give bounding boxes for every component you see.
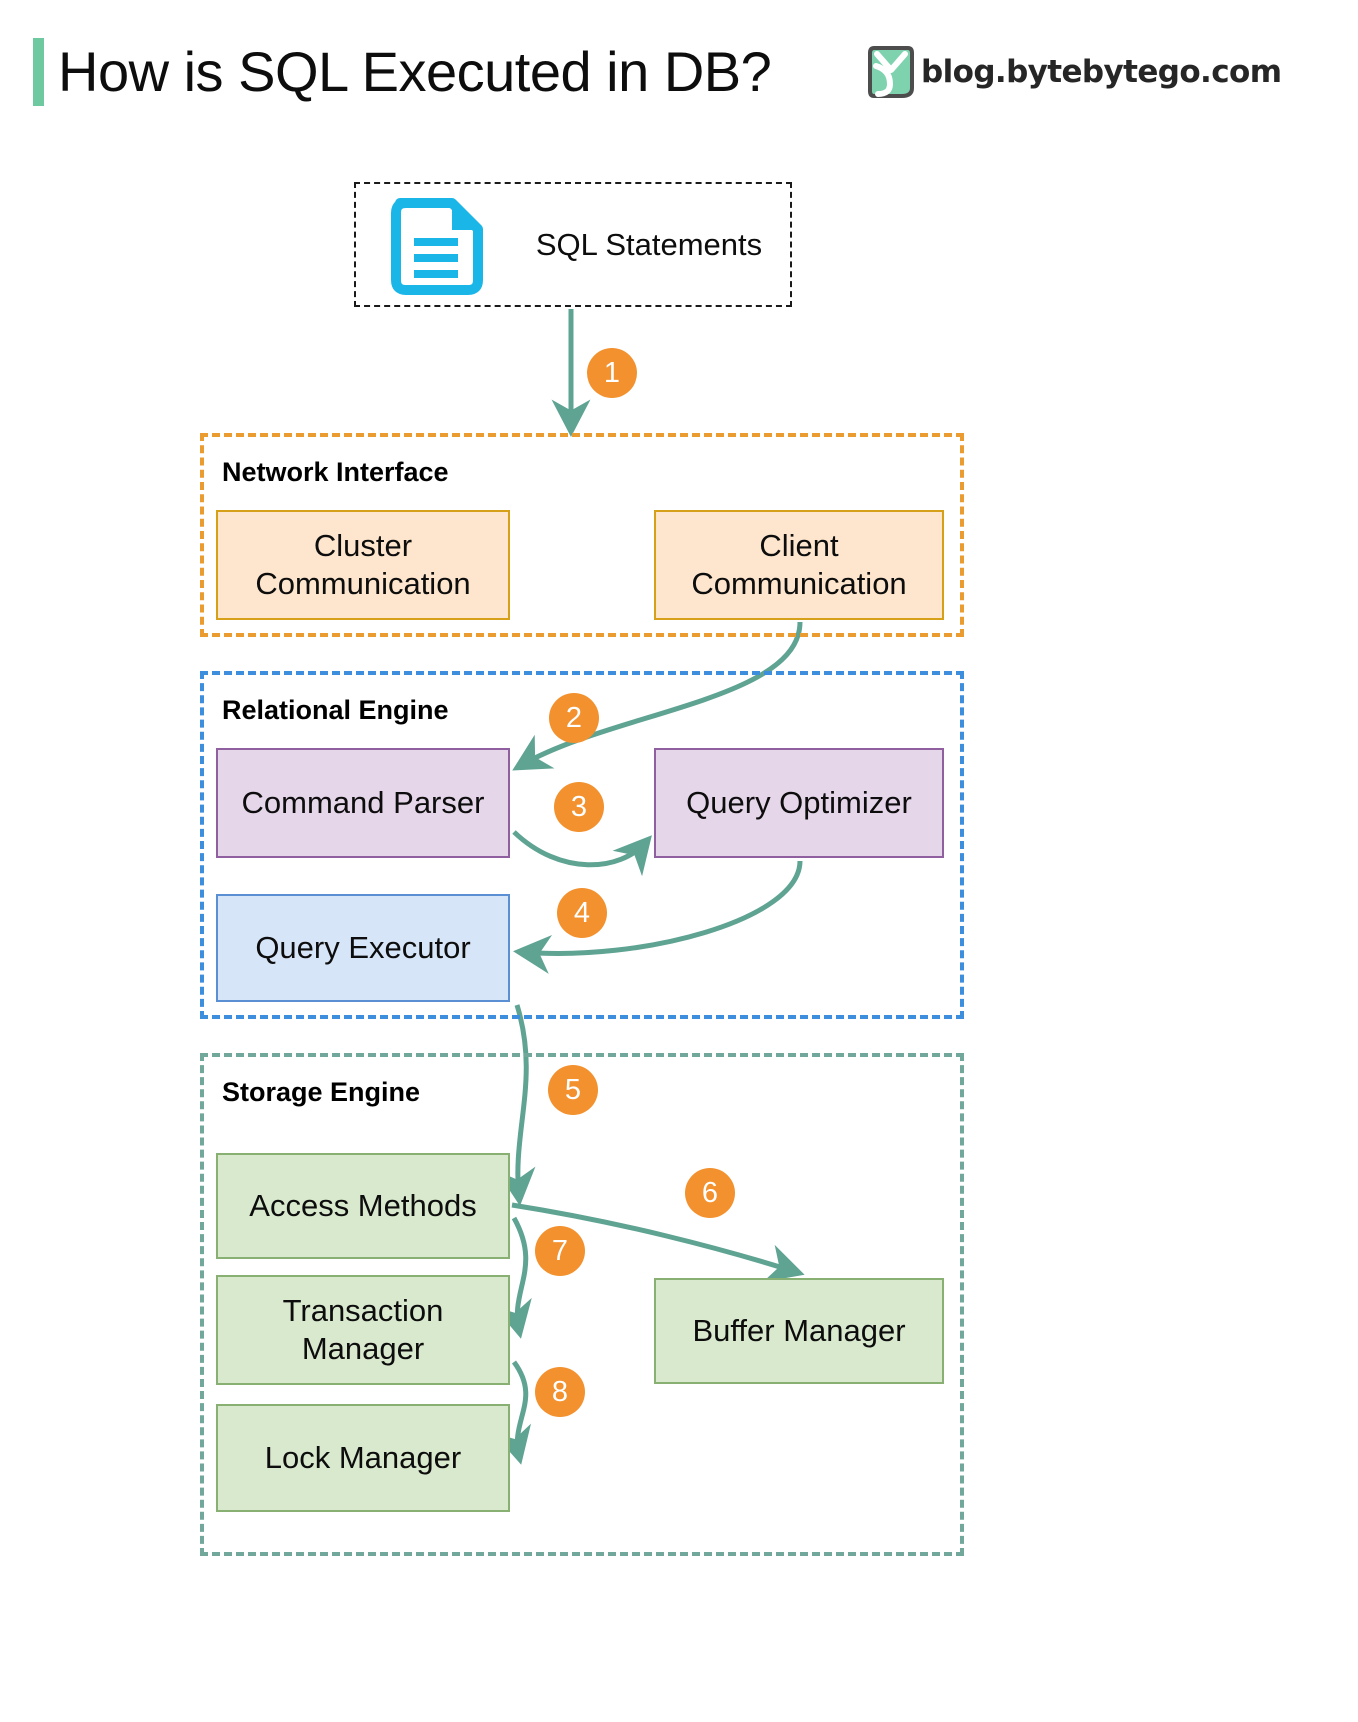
client-communication-line1: Client	[759, 528, 839, 564]
page-header: How is SQL Executed in DB? blog.bytebyte…	[0, 0, 1358, 140]
document-lines-icon	[391, 198, 483, 295]
node-cluster-communication[interactable]: Cluster Communication	[216, 510, 510, 620]
group-title-storage-engine: Storage Engine	[222, 1077, 421, 1107]
sql-statements-label: SQL Statements	[535, 226, 763, 262]
transaction-manager-line1: Transaction	[282, 1293, 444, 1329]
node-query-optimizer[interactable]: Query Optimizer	[654, 748, 944, 858]
node-command-parser[interactable]: Command Parser	[216, 748, 510, 858]
sql-statements-box[interactable]: SQL Statements	[354, 182, 792, 307]
node-access-methods[interactable]: Access Methods	[216, 1153, 510, 1259]
group-title-relational-engine: Relational Engine	[222, 695, 449, 725]
step-badge-8: 8	[535, 1367, 585, 1417]
page-title: How is SQL Executed in DB?	[58, 40, 772, 103]
step-badge-1: 1	[587, 348, 637, 398]
transaction-manager-line2: Manager	[301, 1331, 425, 1366]
brand-text: blog.bytebytego.com	[921, 54, 1282, 90]
group-title-network-interface: Network Interface	[222, 457, 449, 487]
step-badge-3: 3	[554, 782, 604, 832]
group-storage-engine: Storage Engine	[200, 1053, 964, 1556]
node-lock-manager[interactable]: Lock Manager	[216, 1404, 510, 1512]
group-relational-engine: Relational Engine	[200, 671, 964, 1019]
step-badge-2: 2	[549, 693, 599, 743]
step-badge-6: 6	[685, 1168, 735, 1218]
step-badge-7: 7	[535, 1226, 585, 1276]
step-badge-4: 4	[557, 888, 607, 938]
brand[interactable]: blog.bytebytego.com	[868, 44, 1282, 100]
group-network-interface: Network Interface	[200, 433, 964, 637]
bytebytego-logo-icon	[868, 46, 914, 98]
node-transaction-manager[interactable]: Transaction Manager	[216, 1275, 510, 1385]
client-communication-line2: Communication	[691, 566, 907, 601]
cluster-communication-line1: Cluster	[313, 528, 413, 564]
step-badge-5: 5	[548, 1065, 598, 1115]
title-accent-bar	[33, 38, 44, 106]
node-client-communication[interactable]: Client Communication	[654, 510, 944, 620]
node-query-executor[interactable]: Query Executor	[216, 894, 510, 1002]
cluster-communication-line2: Communication	[255, 566, 471, 601]
node-buffer-manager[interactable]: Buffer Manager	[654, 1278, 944, 1384]
